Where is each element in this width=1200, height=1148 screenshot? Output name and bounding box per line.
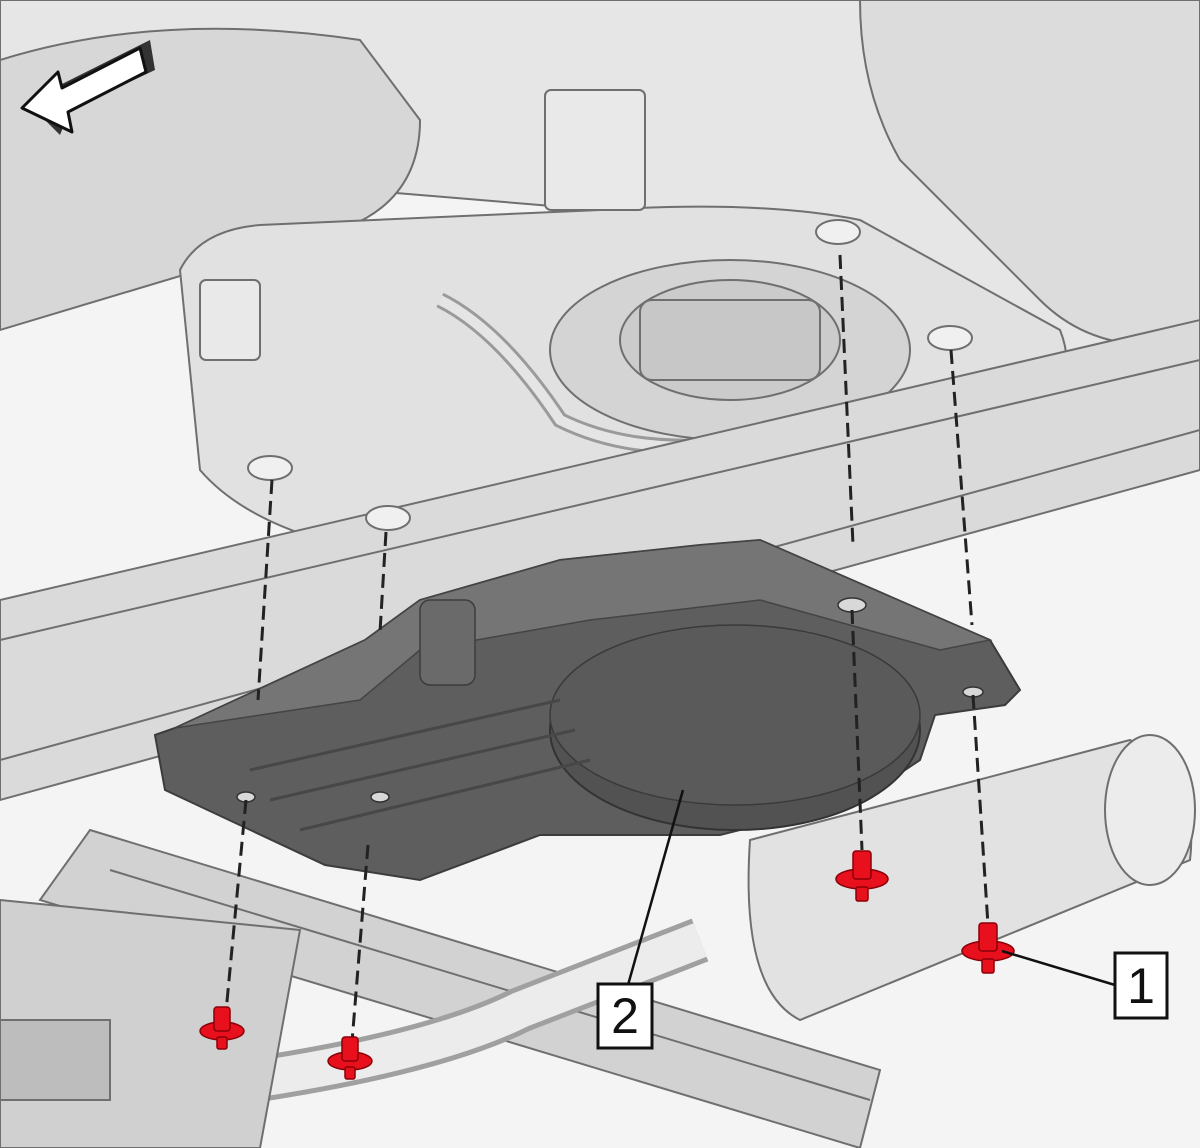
callout-1: 1	[1113, 951, 1169, 1020]
callout-2: 2	[596, 982, 654, 1050]
push-pin-retainer-icon	[199, 850, 1015, 1080]
installation-guide-lines	[224, 254, 990, 1043]
arrow-left-icon	[20, 40, 155, 135]
fuel-pump-module-shield	[153, 538, 1022, 882]
callout-leaders	[626, 789, 1116, 987]
callout-1-label: 1	[1127, 958, 1155, 1014]
callout-2-label: 2	[611, 988, 639, 1044]
